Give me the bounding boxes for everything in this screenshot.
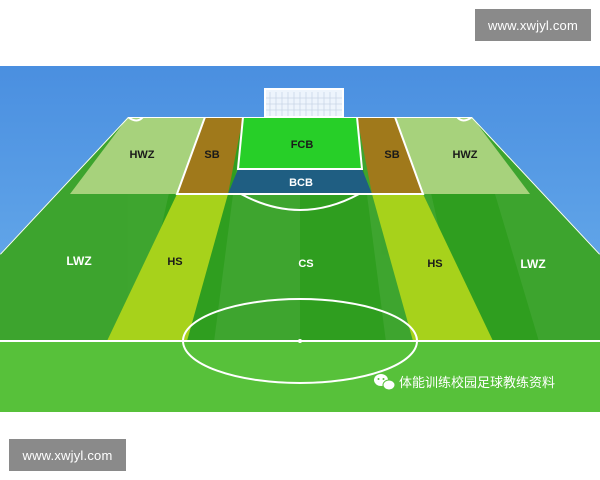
wechat-icon xyxy=(374,374,396,391)
zone-sb-left xyxy=(177,117,243,194)
label-cs: CS xyxy=(298,258,313,270)
watermark-bottom: www.xwjyl.com xyxy=(9,439,126,471)
zone-sb-right xyxy=(357,117,423,194)
label-bcb: BCB xyxy=(289,177,313,189)
zone-hwz-left xyxy=(70,117,205,194)
label-hwz-left: HWZ xyxy=(129,149,154,161)
label-sb-left: SB xyxy=(204,149,219,161)
label-lwz-left: LWZ xyxy=(66,254,91,268)
zone-fcb xyxy=(238,117,362,169)
watermark-top: www.xwjyl.com xyxy=(475,9,591,41)
label-sb-right: SB xyxy=(384,149,399,161)
label-fcb: FCB xyxy=(291,139,314,151)
center-spot xyxy=(298,339,302,343)
lower-band xyxy=(0,341,600,412)
goal xyxy=(264,88,344,118)
caption-text: 体能训练校园足球教练资料 xyxy=(399,375,555,391)
pitch-diagram: FCB BCB SB SB HWZ HWZ LWZ LWZ HS HS CS 体… xyxy=(0,66,600,412)
label-hs-right: HS xyxy=(427,258,442,270)
label-hwz-right: HWZ xyxy=(452,149,477,161)
zone-hs-left xyxy=(107,194,228,341)
zone-bcb xyxy=(228,169,372,194)
label-hs-left: HS xyxy=(167,256,182,268)
zone-hwz-right xyxy=(395,117,530,194)
label-lwz-right: LWZ xyxy=(520,257,545,271)
zone-hs-right xyxy=(372,194,493,341)
